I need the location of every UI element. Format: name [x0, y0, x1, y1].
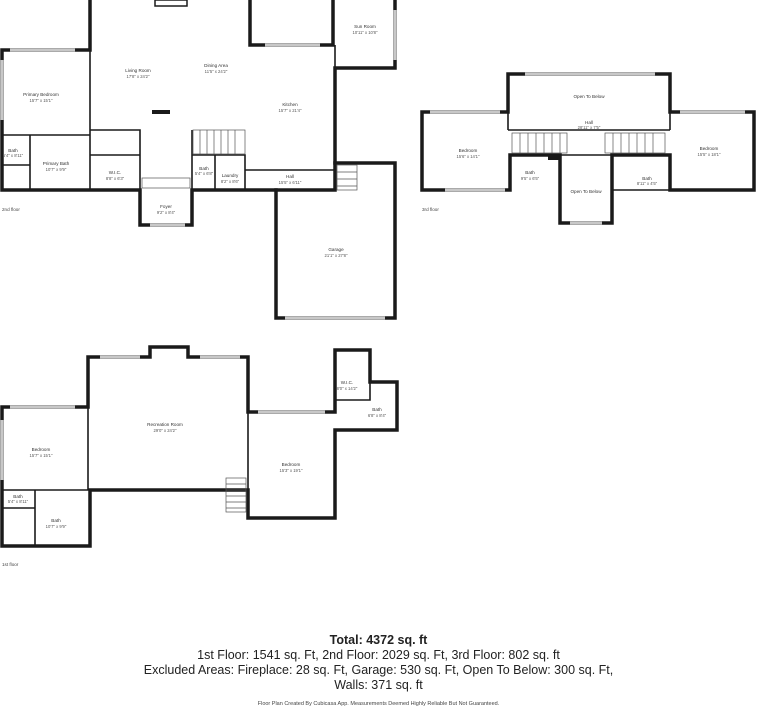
room-bath-2nd-hall: Bath 5'4" x 6'8" [195, 166, 214, 176]
svg-text:Foyer: Foyer [160, 204, 172, 209]
svg-text:21'1" x 27'8": 21'1" x 27'8" [325, 253, 348, 258]
svg-text:15'7" x 15'1": 15'7" x 15'1" [30, 98, 53, 103]
room-primary-bedroom: Primary Bedroom 15'7" x 15'1" [23, 92, 59, 103]
svg-text:Open To Below: Open To Below [570, 189, 602, 194]
credit-note: Floor Plan Created By Cubicasa App. Meas… [257, 701, 500, 707]
garage [274, 161, 397, 320]
svg-text:8'2" x 8'6": 8'2" x 8'6" [221, 179, 240, 184]
svg-text:11'5" x 24'2": 11'5" x 24'2" [205, 69, 228, 74]
room-bedroom-1st-left: Bedroom 15'7" x 15'1" [30, 447, 53, 458]
svg-text:10'11" x 10'8": 10'11" x 10'8" [353, 30, 378, 35]
svg-text:Bath: Bath [199, 166, 209, 171]
svg-text:Kitchen: Kitchen [282, 102, 298, 107]
room-hall-2nd: Hall 15'5" x 6'11" [279, 174, 302, 185]
room-bath-1st-right: Bath 6'8" x 8'4" [368, 407, 387, 418]
floor-label-1st: 1st floor [2, 562, 19, 567]
svg-text:5'4" x 8'11": 5'4" x 8'11" [3, 153, 24, 158]
room-kitchen: Kitchen 15'7" x 21'4" [279, 102, 302, 113]
svg-text:Bedroom: Bedroom [282, 462, 301, 467]
svg-text:Bath: Bath [642, 176, 652, 181]
svg-text:10'7" x 9'9": 10'7" x 9'9" [46, 167, 67, 172]
svg-text:Sun Room: Sun Room [354, 24, 376, 29]
fireplace [152, 110, 170, 114]
third-floor-plan: Open To Below Hall 28'11" x 7'5" Bedroom… [420, 72, 756, 225]
svg-text:9'2" x 8'4": 9'2" x 8'4" [157, 210, 176, 215]
room-bath-1st-small: Bath 5'4" x 8'11" [8, 494, 29, 504]
floor-areas: 1st Floor: 1541 sq. Ft, 2nd Floor: 2029 … [197, 648, 560, 662]
stairs-3rd-floor [511, 132, 666, 154]
svg-text:15'6" x 14'1": 15'6" x 14'1" [457, 154, 480, 159]
svg-text:Dining Area: Dining Area [204, 63, 228, 68]
svg-text:28'11" x 7'5": 28'11" x 7'5" [578, 125, 601, 130]
floor-label-2nd: 2nd floor [2, 207, 20, 212]
svg-text:W.I.C.: W.I.C. [341, 380, 354, 385]
room-bath-3rd-left: Bath 9'5" x 6'5" [521, 170, 540, 181]
svg-text:Living Room: Living Room [125, 68, 151, 73]
svg-text:5'4" x 6'8": 5'4" x 6'8" [195, 171, 214, 176]
walls-area: Walls: 371 sq. ft [334, 678, 423, 692]
svg-text:Bath: Bath [51, 518, 61, 523]
svg-text:Bath: Bath [525, 170, 535, 175]
svg-text:Bath: Bath [8, 148, 18, 153]
stairs-2nd-floor [141, 129, 246, 189]
room-bedroom-1st-right: Bedroom 15'3" x 19'1" [280, 462, 303, 473]
room-wic-2nd: W.I.C. 8'8" x 6'3" [106, 170, 125, 181]
excluded-areas: Excluded Areas: Fireplace: 28 sq. Ft, Ga… [143, 663, 614, 677]
first-floor-plan: Recreation Room 29'0" x 24'2" W.I.C. 8'0… [0, 345, 399, 567]
svg-text:Primary Bedroom: Primary Bedroom [23, 92, 59, 97]
svg-text:17'8" x 24'2": 17'8" x 24'2" [127, 74, 150, 79]
svg-text:15'5" x 18'1": 15'5" x 18'1" [698, 152, 721, 157]
svg-text:29'0" x 24'2": 29'0" x 24'2" [154, 428, 177, 433]
room-wic-1st: W.I.C. 8'0" x 14'2" [337, 380, 358, 391]
svg-text:Bedroom: Bedroom [32, 447, 51, 452]
stairs-1st-floor [225, 477, 247, 513]
room-laundry: Laundry 8'2" x 8'6" [221, 173, 240, 184]
svg-text:15'3" x 19'1": 15'3" x 19'1" [280, 468, 303, 473]
svg-text:6'8" x 8'4": 6'8" x 8'4" [368, 413, 387, 418]
room-living-room: Living Room 17'8" x 24'2" [125, 68, 151, 79]
room-open-to-below-top: Open To Below [573, 94, 605, 99]
svg-text:Open To Below: Open To Below [573, 94, 605, 99]
svg-text:8'8" x 6'3": 8'8" x 6'3" [106, 176, 125, 181]
room-dining-area: Dining Area 11'5" x 24'2" [204, 63, 228, 74]
room-open-to-below-bottom: Open To Below [570, 189, 602, 194]
svg-text:8'11" x 4'5": 8'11" x 4'5" [637, 181, 658, 186]
svg-text:Hall: Hall [286, 174, 294, 179]
svg-text:15'7" x 21'4": 15'7" x 21'4" [279, 108, 302, 113]
room-hall-3rd: Hall 28'11" x 7'5" [578, 120, 601, 130]
svg-text:Hall: Hall [585, 120, 593, 125]
svg-text:Bath: Bath [13, 494, 23, 499]
floor-label-3rd: 3rd floor [422, 207, 439, 212]
svg-text:Bedroom: Bedroom [459, 148, 478, 153]
room-garage: Garage 21'1" x 27'8" [325, 247, 348, 258]
svg-text:15'5" x 6'11": 15'5" x 6'11" [279, 180, 302, 185]
svg-text:5'4" x 8'11": 5'4" x 8'11" [8, 499, 29, 504]
room-bedroom-3rd-left: Bedroom 15'6" x 14'1" [457, 148, 480, 159]
room-bath-1st-large: Bath 10'7" x 9'9" [46, 518, 67, 529]
total-area: Total: 4372 sq. ft [329, 633, 428, 647]
svg-text:10'7" x 9'9": 10'7" x 9'9" [46, 524, 67, 529]
svg-text:8'0" x 14'2": 8'0" x 14'2" [337, 386, 358, 391]
room-primary-bath: Primary Bath 10'7" x 9'9" [43, 161, 70, 172]
room-recreation-room: Recreation Room 29'0" x 24'2" [147, 422, 183, 433]
svg-text:9'5" x 6'5": 9'5" x 6'5" [521, 176, 540, 181]
svg-text:Laundry: Laundry [222, 173, 239, 178]
svg-text:Garage: Garage [328, 247, 344, 252]
room-bath-3rd-right: Bath 8'11" x 4'5" [637, 176, 658, 186]
room-bath-2nd-small: Bath 5'4" x 8'11" [3, 148, 24, 158]
second-floor-plan: Living Room 17'8" x 24'2" Dining Area 11… [0, 0, 397, 320]
svg-text:Primary Bath: Primary Bath [43, 161, 70, 166]
room-bedroom-3rd-right: Bedroom 15'5" x 18'1" [698, 146, 721, 157]
svg-text:Bath: Bath [372, 407, 382, 412]
svg-text:W.I.C.: W.I.C. [109, 170, 122, 175]
svg-text:Bedroom: Bedroom [700, 146, 719, 151]
svg-text:15'7" x 15'1": 15'7" x 15'1" [30, 453, 53, 458]
room-foyer: Foyer 9'2" x 8'4" [157, 204, 176, 215]
svg-text:Recreation Room: Recreation Room [147, 422, 183, 427]
room-sun-room: Sun Room 10'11" x 10'8" [353, 24, 378, 35]
